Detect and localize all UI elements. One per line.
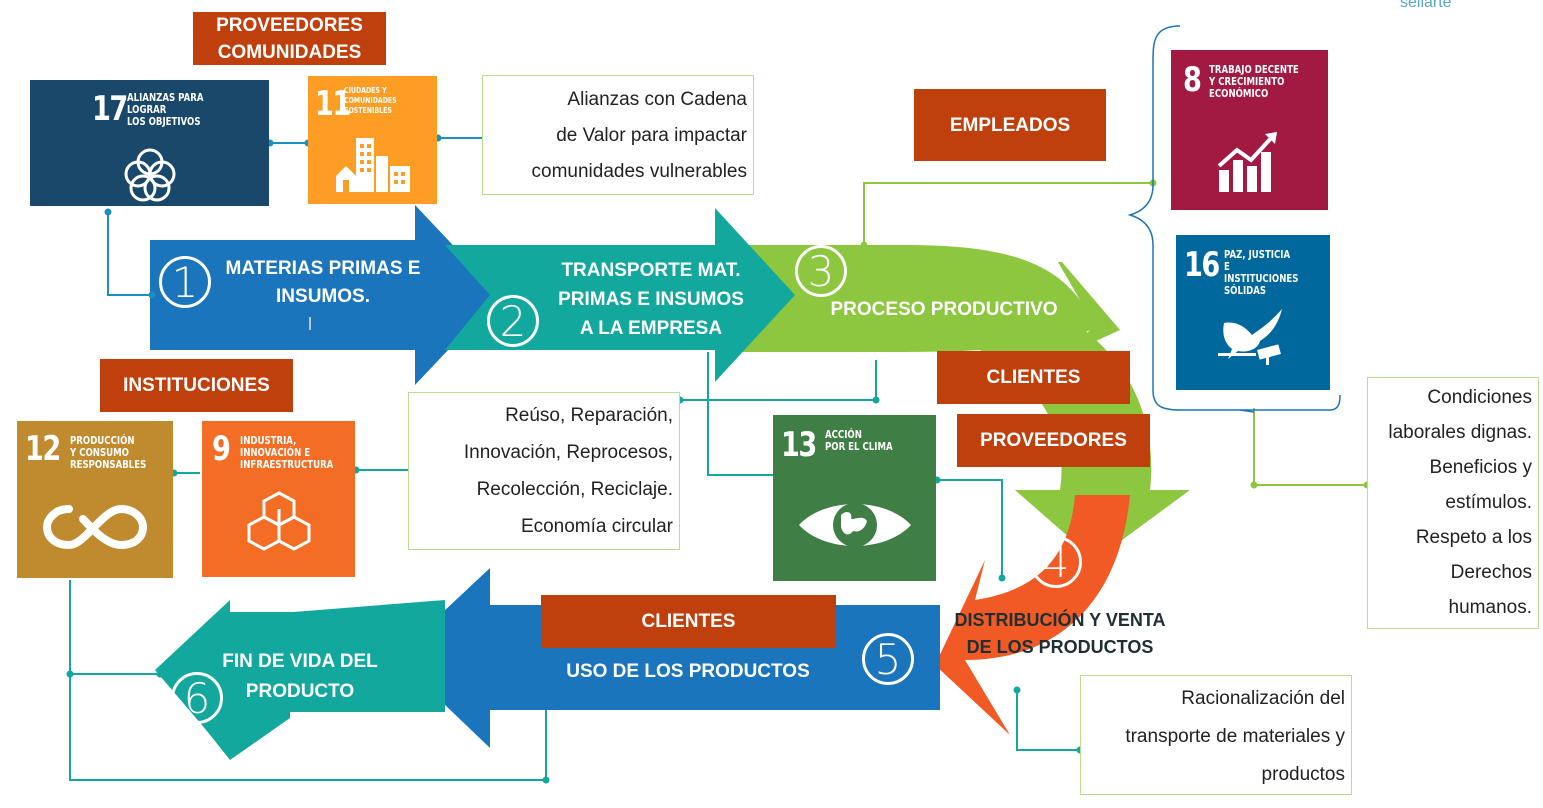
sdg-title: ALIANZAS PARA LOGRAR LOS OBJETIVOS bbox=[127, 91, 204, 128]
sdg-title: ACCIÓN POR EL CLIMA bbox=[825, 428, 893, 453]
connector-dot bbox=[542, 776, 550, 784]
box-reuso: Reúso, Reparación, Innovación, Reproceso… bbox=[408, 392, 680, 550]
stage-2-arrow bbox=[445, 208, 795, 382]
connector-racionalizacion bbox=[1016, 690, 1080, 751]
sdg-8-tile: 8 TRABAJO DECENTE Y CRECIMIENTO ECONÓMIC… bbox=[1171, 50, 1328, 210]
stage-4-number: 4 bbox=[1030, 536, 1082, 588]
growth-chart-icon bbox=[1217, 132, 1277, 192]
connector-condiciones bbox=[1253, 408, 1367, 486]
connector-dot bbox=[104, 208, 112, 216]
connector-dot bbox=[872, 396, 880, 404]
stage-5-number: 5 bbox=[862, 633, 914, 685]
label-proveedores: PROVEEDORES bbox=[957, 414, 1150, 467]
connector-bottom-loop bbox=[69, 580, 547, 781]
sdg-title: PAZ, JUSTICIA E INSTITUCIONES SÓLIDAS bbox=[1224, 248, 1299, 297]
sdg-number: 13 bbox=[781, 425, 817, 465]
label-clientes-top: CLIENTES bbox=[937, 351, 1130, 404]
label-instituciones: INSTITUCIONES bbox=[100, 359, 293, 412]
stage-4-text: DISTRIBUCIÓN Y VENTA DE LOS PRODUCTOS bbox=[954, 610, 1166, 657]
connector-dot bbox=[998, 574, 1006, 582]
sellarte-logo: sellarte bbox=[1400, 0, 1452, 11]
stage-3-number: 3 bbox=[795, 245, 847, 297]
connector-13-stage4 bbox=[937, 479, 1003, 578]
stage-6-number: 6 bbox=[171, 672, 223, 724]
brace-mid bbox=[1239, 409, 1255, 413]
flower-icon bbox=[124, 148, 176, 202]
stage-2-text: TRANSPORTE MAT. PRIMAS E INSUMOS A LA EM… bbox=[558, 260, 744, 339]
stage-2-number: 2 bbox=[487, 295, 539, 347]
sdg-number: 12 bbox=[25, 429, 61, 469]
sdg-11-tile: 11 CIUDADES Y COMUNIDADES SOSTENIBLES bbox=[308, 76, 437, 204]
connector-reuso bbox=[680, 360, 877, 401]
stage-1-arrow bbox=[150, 205, 500, 385]
sdg-number: 11 bbox=[315, 84, 351, 124]
label-clientes-bottom: CLIENTES bbox=[541, 595, 836, 648]
box-racionalizacion: Racionalización del transporte de materi… bbox=[1080, 675, 1352, 795]
label-empleados: EMPLEADOS bbox=[914, 89, 1106, 161]
sdg-title: TRABAJO DECENTE Y CRECIMIENTO ECONÓMICO bbox=[1209, 63, 1299, 100]
connector-dot bbox=[1013, 686, 1021, 694]
sdg-title: PRODUCCIÓN Y CONSUMO RESPONSABLES bbox=[70, 434, 147, 471]
stage-1-text: MATERIAS PRIMAS E INSUMOS. bbox=[225, 258, 421, 307]
connector-dot bbox=[1250, 481, 1258, 489]
sdg-title: INDUSTRIA, INNOVACIÓN E INFRAESTRUCTURA bbox=[240, 434, 334, 471]
stage-6-arrow-head bbox=[155, 600, 445, 758]
connector-dot bbox=[156, 670, 164, 678]
label-proveedores-comunidades: PROVEEDORES COMUNIDADES bbox=[193, 12, 386, 65]
brace bbox=[1127, 25, 1341, 411]
city-icon bbox=[336, 138, 410, 192]
stage-1-number: 1 bbox=[159, 256, 211, 308]
eye-globe-icon bbox=[799, 503, 911, 547]
sdg-13-tile: 13 ACCIÓN POR EL CLIMA bbox=[773, 415, 936, 581]
sdg-number: 9 bbox=[212, 429, 231, 469]
sdg-9-tile: 9 INDUSTRIA, INNOVACIÓN E INFRAESTRUCTUR… bbox=[202, 421, 355, 577]
connector-dot bbox=[860, 241, 868, 249]
box-alianzas: Alianzas con Cadena de Valor para impact… bbox=[482, 75, 754, 195]
sdg-16-tile: 16 PAZ, JUSTICIA E INSTITUCIONES SÓLIDAS bbox=[1176, 235, 1330, 390]
sdg-number: 17 bbox=[92, 89, 128, 129]
connector-stage2-13 bbox=[707, 352, 773, 476]
connector-17-stage1 bbox=[107, 212, 152, 296]
stage-5-text: USO DE LOS PRODUCTOS bbox=[566, 661, 810, 682]
sdg-number: 16 bbox=[1184, 245, 1220, 285]
sdg-title: CIUDADES Y COMUNIDADES SOSTENIBLES bbox=[344, 86, 397, 115]
cubes-icon bbox=[247, 491, 311, 551]
sdg-12-tile: 12 PRODUCCIÓN Y CONSUMO RESPONSABLES bbox=[17, 421, 173, 578]
box-condiciones: Condiciones laborales dignas. Beneficios… bbox=[1367, 377, 1539, 629]
infinity-icon bbox=[43, 504, 147, 550]
dove-gavel-icon bbox=[1218, 309, 1282, 365]
stage-6-text: FIN DE VIDA DEL PRODUCTO bbox=[222, 651, 378, 702]
sdg-17-tile: 17 ALIANZAS PARA LOGRAR LOS OBJETIVOS bbox=[30, 80, 269, 206]
stage-3-text: PROCESO PRODUCTIVO bbox=[830, 299, 1058, 320]
sdg-number: 8 bbox=[1183, 60, 1202, 100]
connector-dot bbox=[66, 670, 74, 678]
connector-empleados bbox=[863, 182, 1153, 245]
connector-dot bbox=[148, 291, 156, 299]
